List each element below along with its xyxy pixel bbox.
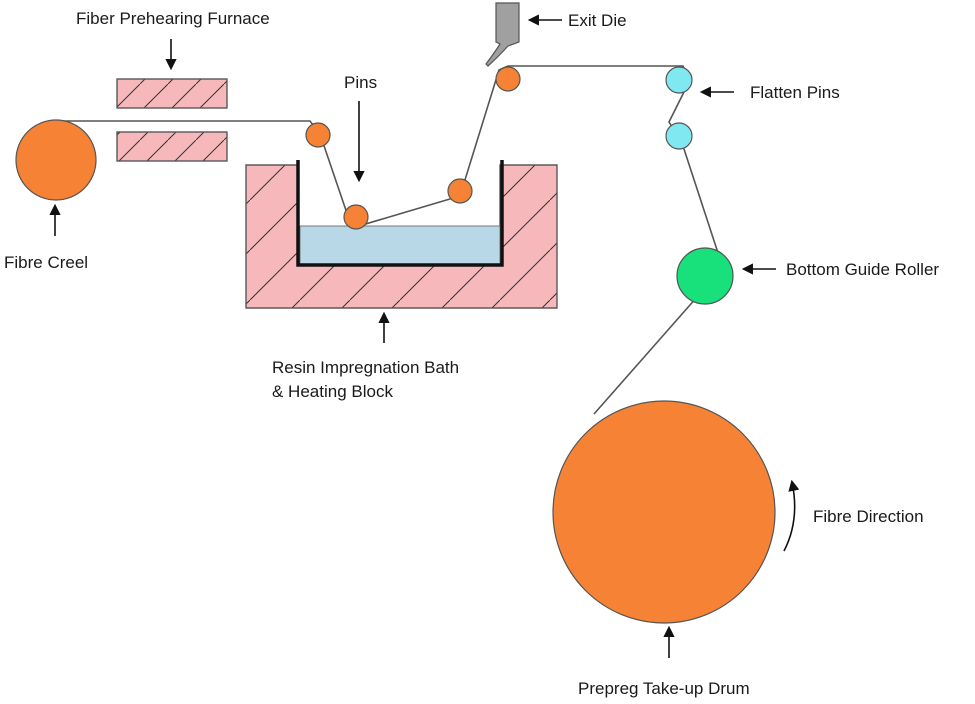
flatten-pins-label: Flatten Pins — [750, 83, 840, 102]
furnace-bottom-hatch — [116, 131, 228, 162]
fiber-path — [56, 65, 721, 415]
bottom-guide-roller — [676, 247, 734, 305]
drum-label: Prepreg Take-up Drum — [578, 679, 750, 698]
resin-bath — [299, 225, 501, 265]
pin-roller-3 — [447, 178, 473, 204]
guide-roller-label: Bottom Guide Roller — [786, 260, 939, 279]
pin-roller-1 — [305, 122, 331, 148]
exit-die-label: Exit Die — [568, 11, 627, 30]
bath-label-line1: Resin Impregnation Bath — [272, 358, 459, 377]
preheating-furnace — [116, 78, 228, 162]
flatten-pin-2 — [665, 122, 693, 150]
take-up-drum — [552, 400, 776, 624]
fibre-creel-roller — [15, 119, 97, 201]
pins-label: Pins — [344, 73, 377, 92]
fibre-direction-arrow-icon — [783, 479, 800, 552]
furnace-label: Fiber Prehearing Furnace — [76, 9, 270, 28]
bath-label-line2: & Heating Block — [272, 382, 393, 401]
bath-container-wall — [296, 160, 504, 267]
creel-label: Fibre Creel — [4, 253, 88, 272]
exit-die-roller — [495, 66, 521, 92]
exit-die — [485, 2, 520, 67]
heating-block — [245, 160, 558, 309]
furnace-top-hatch — [116, 78, 228, 109]
fibre-direction-label: Fibre Direction — [813, 507, 924, 526]
pin-roller-2 — [343, 204, 369, 230]
exit-die-shape — [485, 2, 520, 67]
flatten-pin-1 — [665, 66, 693, 94]
